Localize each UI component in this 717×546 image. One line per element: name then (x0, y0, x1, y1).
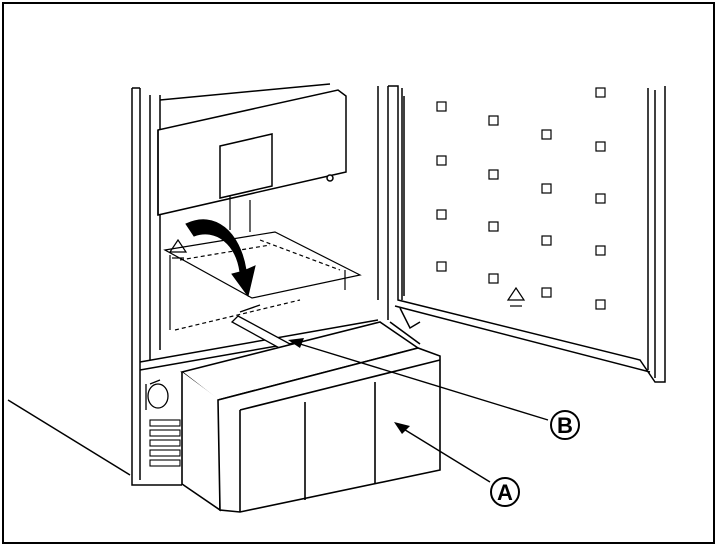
cabinet (131, 86, 389, 486)
vent-grille (149, 419, 181, 467)
control-knob (145, 379, 169, 410)
callout-a-label: A (497, 480, 513, 505)
callout-b-label: B (557, 413, 573, 438)
drawer (180, 321, 441, 513)
ice-tray (157, 83, 347, 216)
leader-a (394, 422, 491, 483)
open-door (388, 85, 666, 383)
drawer-rail (230, 304, 292, 351)
leader-b (288, 338, 549, 421)
freezer-compartment (163, 196, 362, 331)
floor-line (7, 399, 131, 476)
callout-a: A (490, 477, 520, 507)
insert-arrow (185, 219, 256, 298)
callout-b: B (550, 410, 580, 440)
door-dimples (436, 87, 606, 310)
